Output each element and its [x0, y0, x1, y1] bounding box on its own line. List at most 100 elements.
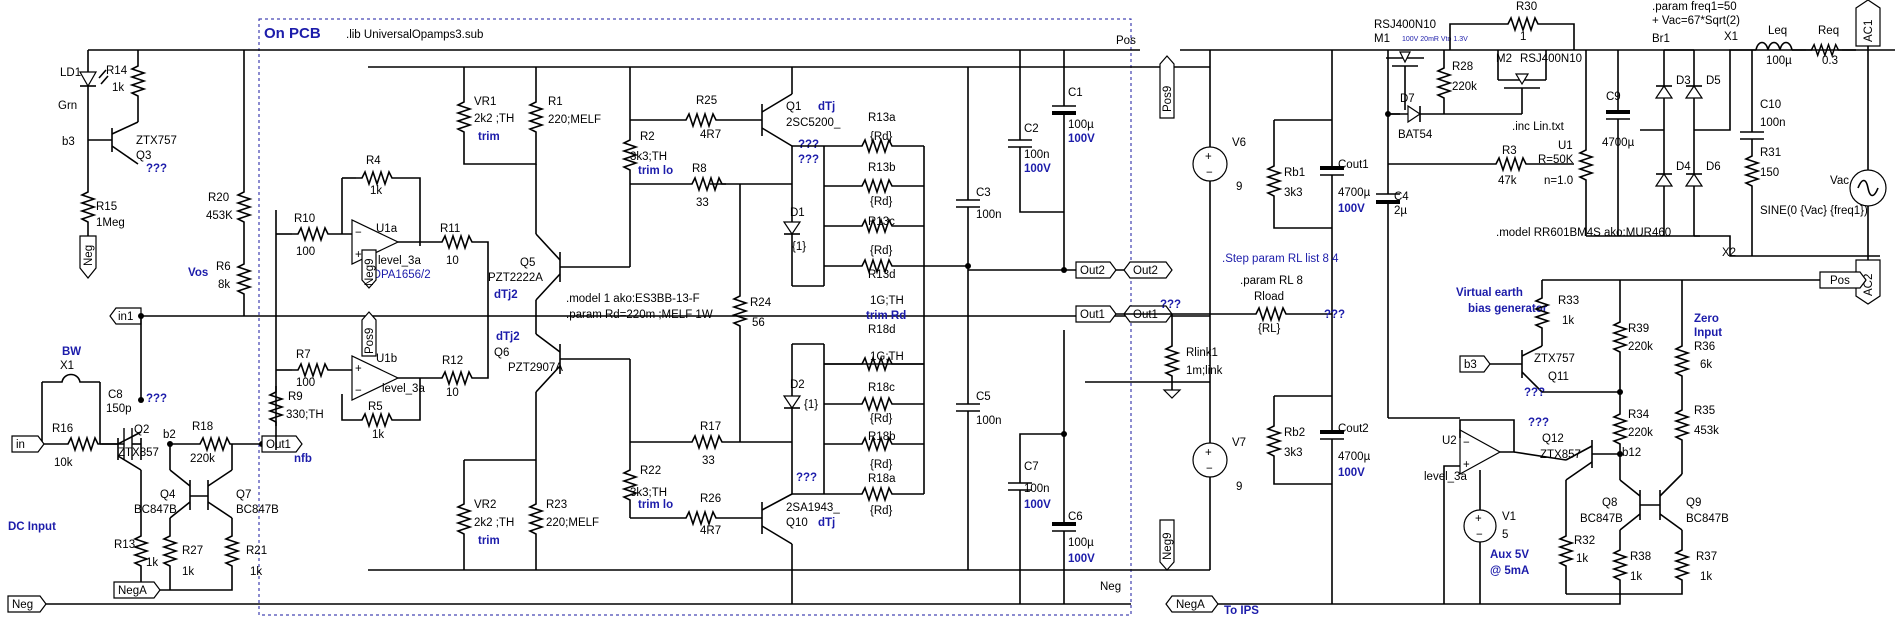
out1-flag [1075, 305, 1117, 323]
q5-transistor [535, 233, 630, 301]
zero-input-note-1: Zero [1694, 313, 1719, 325]
r36-name: R36 [1694, 341, 1715, 353]
rload-note: ??? [1324, 309, 1345, 321]
q4-name: Q4 [160, 489, 176, 501]
r13b-value: {Rd} [870, 196, 893, 208]
leq-inductor [1755, 41, 1793, 51]
r17-resistor [685, 435, 727, 449]
mosfet-note: 100V 20mR Vto 1.3V [1402, 36, 1468, 43]
r18a-resistor [855, 487, 897, 501]
q3-transistor [87, 104, 139, 165]
c2-name: C2 [1024, 123, 1039, 135]
c5-value: 100n [976, 415, 1002, 427]
out1-note: ??? [1160, 299, 1181, 311]
q12-note: ??? [1528, 417, 1549, 429]
out1-flag-left-text: Out1 [266, 439, 291, 451]
trim-lo-note-1: trim lo [638, 165, 673, 177]
r15-resistor [81, 185, 95, 227]
aux-note-1: Aux 5V [1490, 549, 1529, 561]
u2-opamp [1459, 428, 1502, 476]
r34-resistor [1613, 407, 1627, 449]
q2-transistor [102, 431, 142, 471]
nfb-note: nfb [294, 453, 312, 465]
r11-resistor [435, 235, 477, 249]
r26-name: R26 [700, 493, 721, 505]
q11-name: ZTX757 [1534, 353, 1575, 365]
c7-rating: 100V [1024, 499, 1051, 511]
r36-resistor [1675, 339, 1689, 381]
d6-diode [1684, 172, 1704, 187]
c10-value: 100n [1760, 117, 1786, 129]
r23-name: R23 [546, 499, 567, 511]
r37-value: 1k [1700, 571, 1712, 583]
q9-value: BC847B [1686, 513, 1729, 525]
out2-flag [1075, 261, 1117, 279]
u1b-minus: − [355, 385, 362, 397]
rb1-name: Rb1 [1284, 167, 1305, 179]
r13a-value: {Rd} [870, 131, 893, 143]
r20-value: 453K [206, 210, 233, 222]
neg9-flag-text: Neg9 [1162, 533, 1174, 561]
v6-plus: + [1205, 151, 1212, 163]
c1-name: C1 [1068, 87, 1083, 99]
r17-name: R17 [700, 421, 721, 433]
r28-value: 220k [1452, 81, 1477, 93]
r13d-name: R13d [868, 269, 896, 281]
r13-value: 1k [146, 557, 158, 569]
r13d-value: 1G;TH [870, 295, 904, 307]
neg-rail-label: Neg [1100, 581, 1121, 593]
r38-resistor [1613, 543, 1627, 585]
nega-flag-left-text: NegA [118, 585, 147, 597]
d5-name: D5 [1706, 75, 1721, 87]
v7-minus: − [1206, 463, 1213, 475]
r15-value: 1Meg [96, 217, 125, 229]
neg-flag-bottom-text: Neg [12, 599, 33, 611]
r34-name: R34 [1628, 409, 1650, 421]
c1-rating: 100V [1068, 133, 1095, 145]
nega-flag-left [113, 581, 161, 599]
d7-name: D7 [1400, 93, 1415, 105]
r10-resistor [291, 227, 333, 241]
r13c-name: R13c [868, 216, 895, 228]
q3-name: ZTX757 [136, 135, 177, 147]
vr2-value: 2k2 ;TH [474, 517, 514, 529]
r18d-value: 1G;TH [870, 351, 904, 363]
r30-name: R30 [1516, 1, 1537, 13]
u1a-plus: + [355, 249, 362, 261]
r39-value: 220k [1628, 341, 1653, 353]
c6-name: C6 [1068, 511, 1083, 523]
c2-value: 100n [1024, 149, 1050, 161]
r39-resistor [1613, 315, 1627, 357]
r25-resistor [679, 113, 721, 127]
trim-note-2: trim [478, 535, 500, 547]
trim-lo-note-2: trim lo [638, 499, 673, 511]
r21-value: 1k [250, 566, 262, 578]
r32-resistor [1559, 529, 1573, 571]
dtj-q1-note: dTj [818, 101, 835, 113]
r31-name: R31 [1760, 147, 1781, 159]
neg9-flag-u1a-text: Neg9 [364, 259, 376, 287]
q6-name: Q6 [494, 347, 509, 359]
d2-diode [782, 395, 802, 410]
q12-transistor [1513, 440, 1620, 530]
r38-name: R38 [1630, 551, 1651, 563]
q1-transistor [761, 67, 793, 184]
r31-resistor [1745, 149, 1759, 191]
q11-transistor [1521, 345, 1543, 393]
m2-mosfet [1497, 50, 1547, 114]
r38-value: 1k [1630, 571, 1642, 583]
d2-value: {1} [804, 399, 818, 411]
q10-transistor [761, 442, 793, 604]
r12-resistor [435, 371, 477, 385]
r32-value: 1k [1576, 553, 1588, 565]
q2-value: ZTX857 [118, 447, 159, 459]
r25-value: 4R7 [700, 129, 721, 141]
r1-value: 220;MELF [548, 114, 601, 126]
cout2-value: 4700µ [1338, 451, 1371, 463]
r28-name: R28 [1452, 61, 1473, 73]
q4-value: BC847B [134, 504, 177, 516]
c6-value: 100µ [1068, 537, 1094, 549]
c8-value: 150p [106, 403, 132, 415]
d1-diode [782, 221, 802, 236]
zero-input-note-2: Input [1694, 327, 1722, 339]
